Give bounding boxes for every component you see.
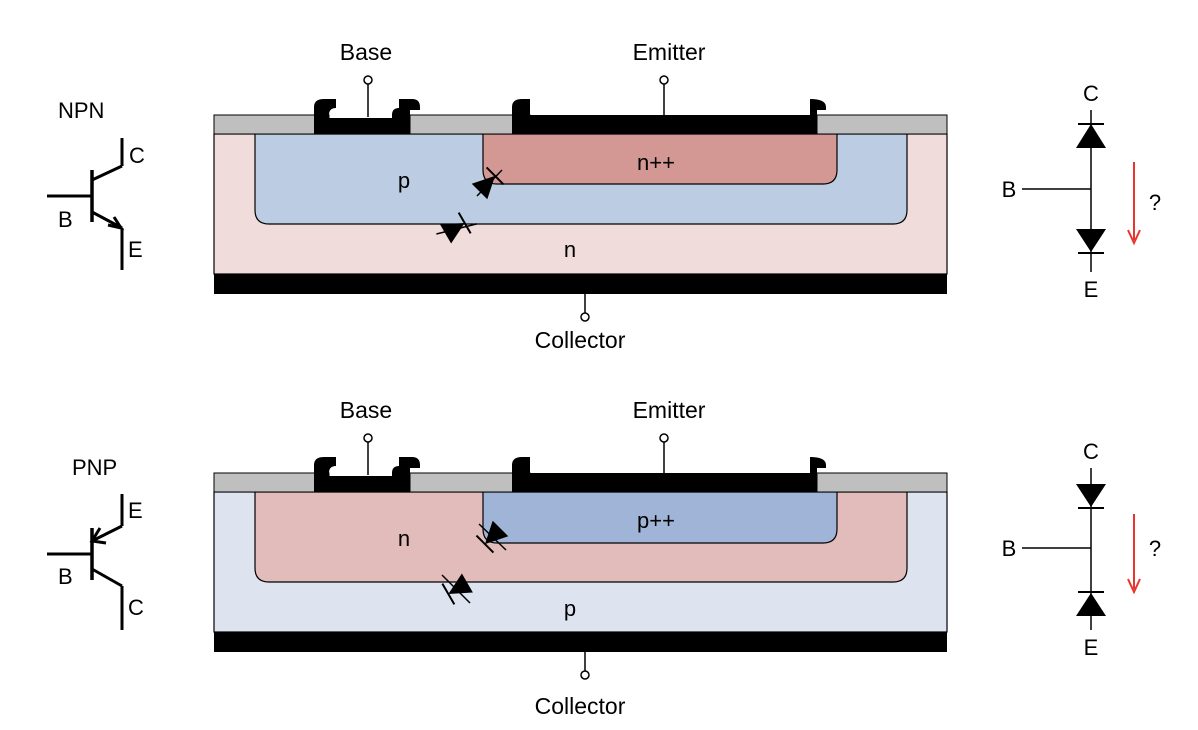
pnp-model-c-label: C	[1083, 439, 1099, 464]
pnp-question-mark: ?	[1149, 536, 1161, 561]
pnp-emitter-well	[482, 491, 838, 544]
npn-bc-junction-diode	[436, 211, 478, 246]
npn-collector-terminal	[580, 312, 590, 322]
npn-panel: NPN C B E	[47, 39, 1161, 353]
npn-collector-label: Collector	[535, 327, 626, 353]
npn-symbol-c-label: C	[129, 143, 145, 168]
pnp-symbol-c-label: C	[128, 595, 144, 620]
npn-question-mark: ?	[1149, 190, 1161, 215]
pnp-oxide	[213, 472, 330, 493]
npn-symbol-b-label: B	[58, 207, 73, 232]
npn-cross-section: Base Emitter Collector n++ p n	[213, 39, 948, 353]
npn-base-region-label: p	[398, 168, 410, 193]
pnp-base-contact	[314, 457, 420, 492]
npn-base-terminal	[363, 75, 373, 85]
npn-base-label: Base	[340, 39, 392, 65]
pnp-diode-model: C B E ?	[1002, 439, 1161, 660]
pnp-base-region-label: n	[398, 526, 410, 551]
npn-model-b-label: B	[1002, 177, 1017, 202]
pnp-symbol-e-label: E	[128, 498, 143, 523]
pnp-base-terminal	[363, 433, 373, 443]
npn-type-label: NPN	[58, 98, 104, 123]
npn-emitter-well	[482, 133, 838, 185]
npn-be-junction-diode	[470, 166, 505, 201]
pnp-base-label: Base	[340, 397, 392, 423]
pnp-oxide	[816, 472, 948, 493]
npn-emitter-label: Emitter	[633, 39, 706, 65]
npn-model-c-label: C	[1083, 81, 1099, 106]
npn-transistor-symbol: NPN C B E	[47, 98, 145, 270]
pnp-panel: PNP E B C B	[47, 397, 1161, 719]
npn-diode-model: C B E ?	[1002, 81, 1161, 302]
pnp-model-b-label: B	[1002, 536, 1017, 561]
npn-emitter-contact	[512, 99, 826, 134]
npn-emitter-region-label: n++	[637, 150, 675, 175]
npn-symbol-e-label: E	[128, 237, 143, 262]
pnp-eb-junction-diode	[475, 519, 510, 554]
pnp-cross-section: Base Emitter Collector p++ n p	[213, 397, 948, 719]
pnp-emitter-label: Emitter	[633, 397, 706, 423]
pnp-collector-terminal	[580, 670, 590, 680]
npn-emitter-terminal	[659, 75, 669, 85]
npn-oxide	[816, 114, 948, 135]
npn-collector-region-label: n	[564, 237, 576, 262]
npn-oxide	[213, 114, 330, 135]
pnp-emitter-terminal	[659, 433, 669, 443]
pnp-model-e-label: E	[1084, 635, 1099, 660]
pnp-emitter-region-label: p++	[637, 508, 675, 533]
pnp-emitter-contact	[512, 457, 826, 492]
pnp-collector-label: Collector	[535, 693, 626, 719]
pnp-transistor-symbol: PNP E B C	[47, 455, 144, 630]
pnp-collector-region-label: p	[564, 596, 576, 621]
pnp-cb-junction-diode	[441, 571, 475, 606]
npn-model-e-label: E	[1084, 277, 1099, 302]
pnp-collector-contact	[214, 632, 947, 652]
pnp-type-label: PNP	[72, 455, 117, 480]
npn-collector-contact	[214, 274, 947, 294]
npn-base-contact	[314, 99, 420, 134]
pnp-symbol-b-label: B	[58, 564, 73, 589]
